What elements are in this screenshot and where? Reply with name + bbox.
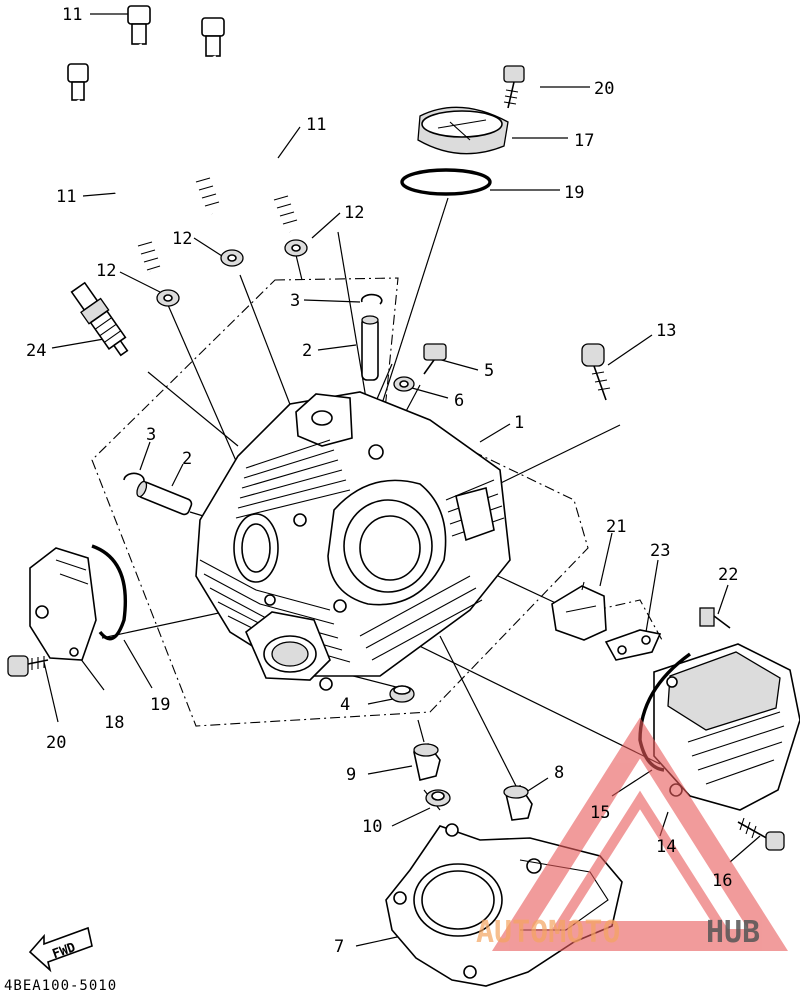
valve-guide-2-top [361,315,379,381]
plate-23 [604,629,662,661]
bolt-13 [581,343,611,401]
diagram-code: 4BEA100-5010 [4,978,117,994]
label-15: 15 [590,803,610,823]
o-ring-19-left [91,544,127,641]
dowel-8 [503,784,533,821]
label-3-left: 3 [146,425,156,445]
bolt-20-top [503,65,525,109]
label-14: 14 [656,837,676,857]
stud-bolt-11-right [201,17,298,233]
watermark-text-automoto: AUTOMOTO [476,915,621,950]
label-24: 24 [26,341,46,361]
stud-bolt-11-left [67,63,161,273]
label-16: 16 [712,871,732,891]
label-3-top: 3 [290,291,300,311]
label-11-top: 11 [62,5,82,25]
part-labels: 11 11 11 12 12 12 20 17 19 3 2 24 5 6 13… [26,5,738,957]
label-12-left: 12 [96,261,116,281]
label-11-right: 11 [306,115,326,135]
label-8: 8 [554,763,564,783]
label-9: 9 [346,765,356,785]
label-19-left: 19 [150,695,170,715]
bolt-20-left [7,655,49,677]
label-20-left: 20 [46,733,66,753]
label-11-left: 11 [56,187,76,207]
seal-4 [389,685,415,703]
label-19-top: 19 [564,183,584,203]
stud-bolt-11-mid [127,5,220,215]
fwd-arrow-icon: FWD [28,926,93,973]
head-gasket-7 [385,823,623,987]
watermark-triangle-icon [492,717,788,951]
label-4: 4 [340,695,350,715]
label-17: 17 [574,131,594,151]
label-10: 10 [362,817,382,837]
bolt-22 [699,607,731,629]
valve-guide-2-left [136,480,193,516]
sprocket-21 [551,581,607,641]
label-20-top: 20 [594,79,614,99]
label-22: 22 [718,565,738,585]
spark-plug-24 [70,281,129,357]
label-2-top: 2 [302,341,312,361]
o-ring-19-top [400,168,492,196]
dowel-9 [413,742,441,781]
label-2-left: 2 [182,449,192,469]
watermark-text: AUTOMOTO HUB [476,915,760,950]
watermark-logo [492,717,788,951]
circlip-3-top [360,293,383,305]
side-cover-18 [29,547,97,661]
label-13: 13 [656,321,676,341]
label-6: 6 [454,391,464,411]
label-12-right: 12 [344,203,364,223]
ring-10 [425,789,451,807]
label-7: 7 [334,937,344,957]
label-23: 23 [650,541,670,561]
label-5: 5 [484,361,494,381]
tappet-cover-17 [417,106,509,155]
cylinder-head-1 [195,391,511,691]
bolt-5 [423,343,447,375]
label-18: 18 [104,713,124,733]
label-12-mid: 12 [172,229,192,249]
label-1: 1 [514,413,524,433]
cylinder-head-assembly-frame [91,277,589,727]
watermark-text-hub: HUB [706,915,760,950]
label-21: 21 [606,517,626,537]
bolt-16 [737,817,785,851]
